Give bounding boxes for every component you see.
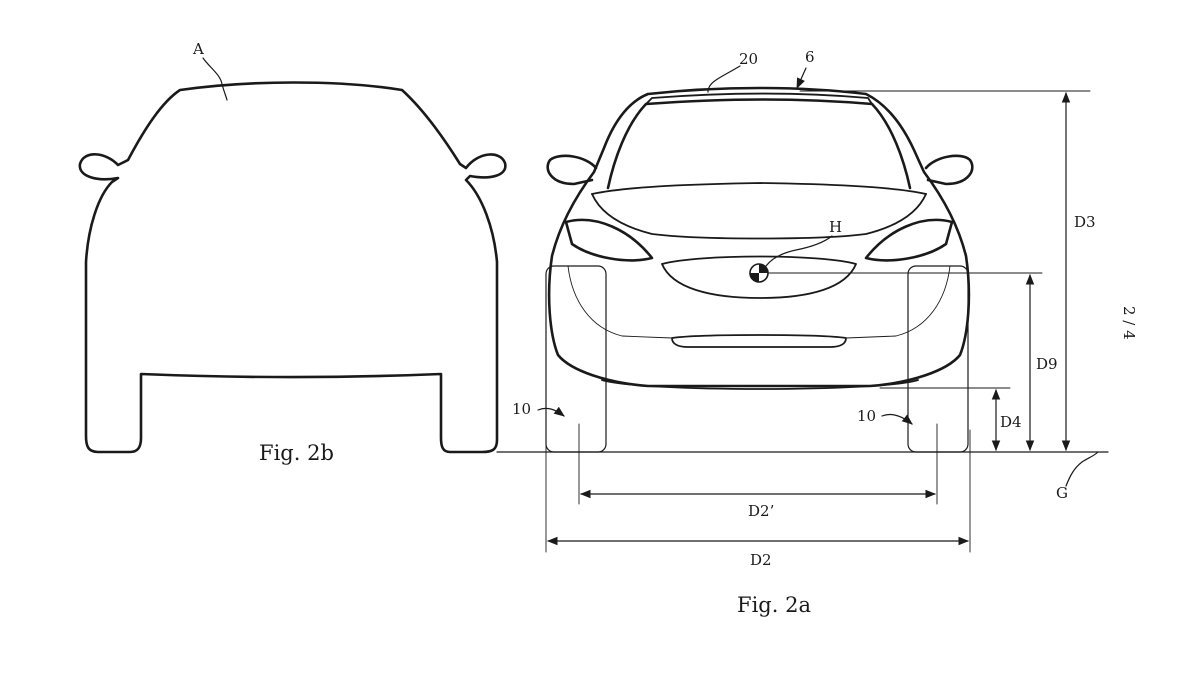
figure-caption-2a: Fig. 2a [737,593,811,617]
label-a: A [192,40,204,58]
center-of-mass-symbol [749,263,769,283]
label-6: 6 [805,48,815,66]
wheel-right-label-arrow [881,413,913,425]
mirror-right [924,154,974,186]
car-silhouette-outline [78,81,507,454]
label-d2: D2 [750,551,772,569]
label-a-leader [202,57,228,101]
bumper-sweep-right [845,265,951,339]
windshield-top-strip [645,92,873,105]
windshield-outline [606,98,912,190]
label-wheel-left: 10 [512,400,531,418]
label-d9: D9 [1036,355,1058,373]
sheet-number: 2 / 4 [1120,306,1138,340]
label-d2-prime: D2’ [748,502,774,520]
label-h: H [829,218,842,236]
hood-front-edge [591,193,927,240]
mirror-left [546,154,598,186]
lower-intake [671,334,847,348]
label-h-leader [765,235,833,267]
label-20: 20 [739,50,758,68]
car-body-outline [547,86,971,388]
label-20-leader [707,65,741,93]
bumper-sweep-left [567,265,673,339]
label-g: G [1056,484,1068,502]
wheel-right [907,265,969,453]
fig-2b-silhouette: A Fig. 2b [78,40,507,465]
label-d3: D3 [1074,213,1096,231]
figure-caption-2b: Fig. 2b [259,441,334,465]
label-d4: D4 [1000,413,1022,431]
label-6-arrow [796,67,807,89]
cowl-line [591,182,927,195]
fig-2a-front-view: H 20 6 10 10 G D3 D9 D4 D2’ [496,48,1109,617]
headlight-left [564,218,654,262]
label-wheel-right: 10 [857,407,876,425]
grille-outline [661,255,857,299]
headlight-right [864,218,954,262]
wheel-left [545,265,607,453]
bumper-lower-edge [601,379,919,390]
wheel-left-label-arrow [537,406,565,417]
label-g-leader [1065,451,1099,487]
